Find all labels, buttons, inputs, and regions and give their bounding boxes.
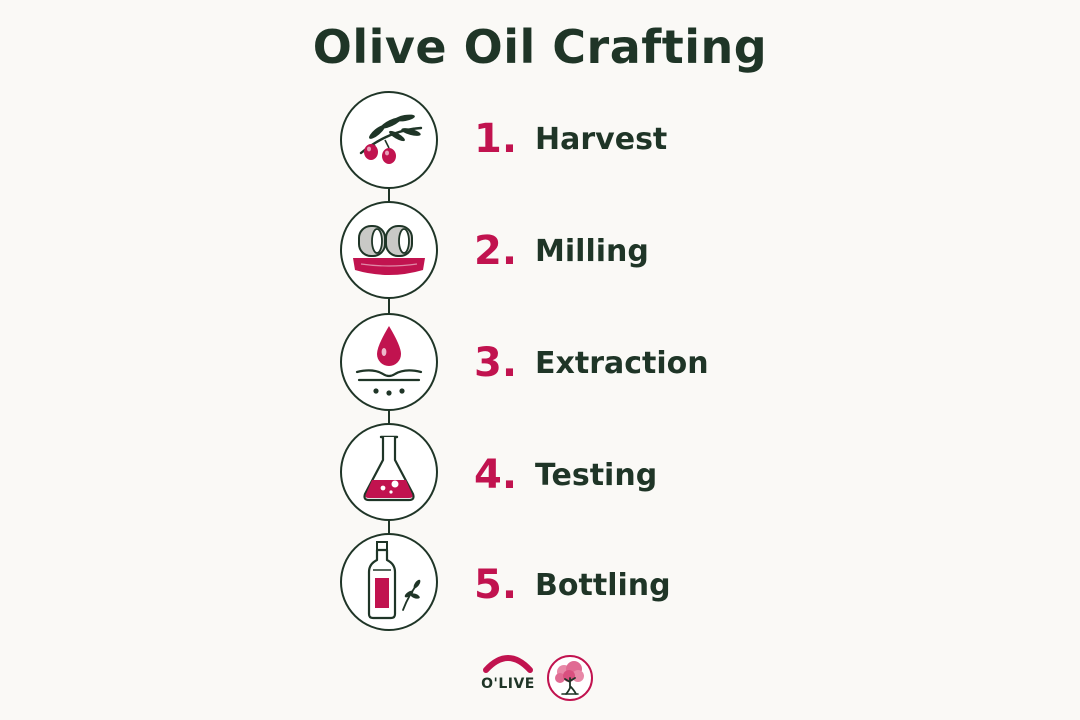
oil-bottle-icon bbox=[339, 532, 439, 632]
brand-wordmark: O'LIVE bbox=[481, 676, 535, 692]
step-number: 1. bbox=[474, 116, 518, 162]
step-harvest: 1. Harvest bbox=[474, 109, 667, 169]
olive-tree-icon bbox=[547, 655, 593, 701]
step-label: Testing bbox=[535, 457, 658, 493]
step-milling: 2. Milling bbox=[474, 221, 649, 281]
step-extraction: 3. Extraction bbox=[474, 333, 709, 393]
step-label: Extraction bbox=[535, 345, 709, 381]
brand-arc-icon bbox=[483, 655, 533, 673]
step-number: 5. bbox=[474, 562, 518, 608]
oil-drop-icon bbox=[339, 312, 439, 412]
step-label: Milling bbox=[535, 233, 649, 269]
step-bottling: 5. Bottling bbox=[474, 555, 671, 615]
step-number: 4. bbox=[474, 452, 518, 498]
step-label: Harvest bbox=[535, 121, 668, 157]
step-number: 3. bbox=[474, 340, 518, 386]
brand-logo: O'LIVE bbox=[468, 648, 548, 696]
lab-flask-icon bbox=[339, 422, 439, 522]
step-testing: 4. Testing bbox=[474, 445, 657, 505]
step-label: Bottling bbox=[535, 567, 671, 603]
olive-branch-icon bbox=[339, 90, 439, 190]
millstone-icon bbox=[339, 200, 439, 300]
step-number: 2. bbox=[474, 228, 518, 274]
page-title: Olive Oil Crafting bbox=[312, 20, 768, 74]
